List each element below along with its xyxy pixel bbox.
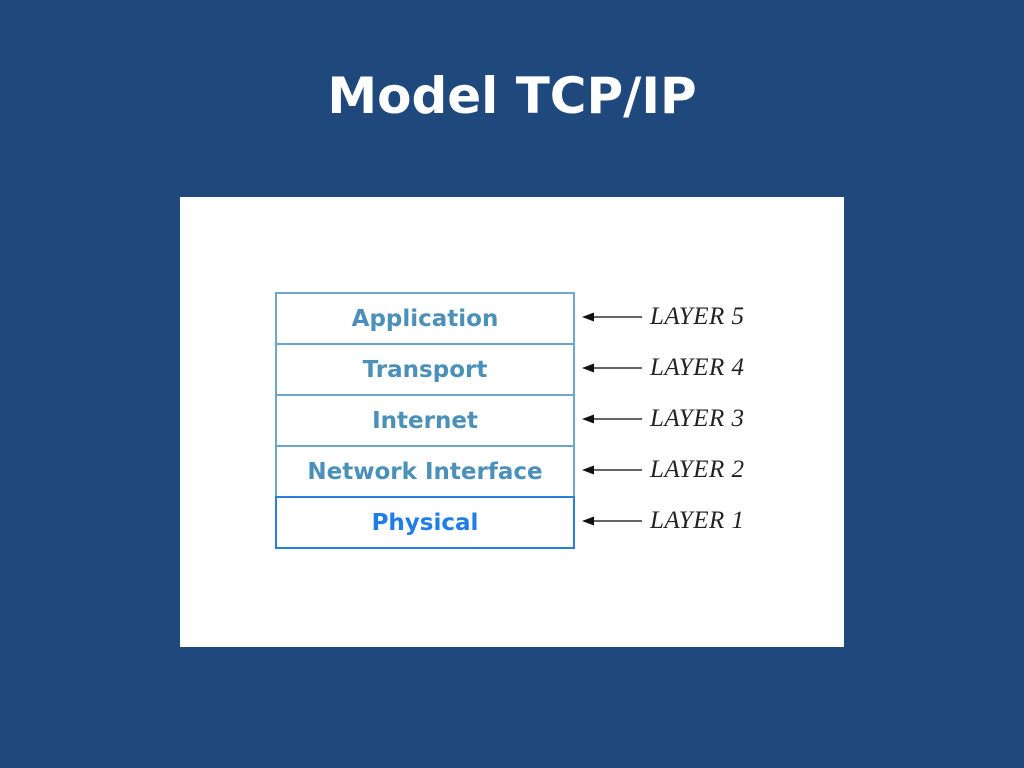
arrow-left-icon	[582, 413, 642, 425]
layer-number-label: LAYER 5	[650, 303, 745, 330]
arrow-left-icon	[582, 311, 642, 323]
layer-number-label: LAYER 2	[650, 456, 745, 483]
layer-label-row: LAYER 4	[582, 343, 822, 393]
tcpip-diagram: Application Transport Internet Network I…	[180, 197, 844, 647]
slide-title: Model TCP/IP	[327, 67, 697, 125]
layer-box-network-interface: Network Interface	[275, 445, 575, 498]
arrow-left-icon	[582, 464, 642, 476]
layer-number-label: LAYER 1	[650, 507, 745, 534]
layer-box-transport: Transport	[275, 343, 575, 396]
arrow-left-icon	[582, 362, 642, 374]
layer-number-label: LAYER 4	[650, 354, 745, 381]
layer-box-application: Application	[275, 292, 575, 345]
layer-box-internet: Internet	[275, 394, 575, 447]
layer-number-label: LAYER 3	[650, 405, 745, 432]
layer-box-physical: Physical	[275, 496, 575, 549]
layer-stack: Application Transport Internet Network I…	[275, 292, 575, 550]
layer-labels: LAYER 5 LAYER 4 LAYER 3 LAYER 2 LAYER 1	[582, 292, 822, 552]
layer-label-row: LAYER 1	[582, 496, 822, 546]
arrow-left-icon	[582, 515, 642, 527]
layer-label-row: LAYER 3	[582, 394, 822, 444]
layer-label-row: LAYER 2	[582, 445, 822, 495]
layer-label-row: LAYER 5	[582, 292, 822, 342]
